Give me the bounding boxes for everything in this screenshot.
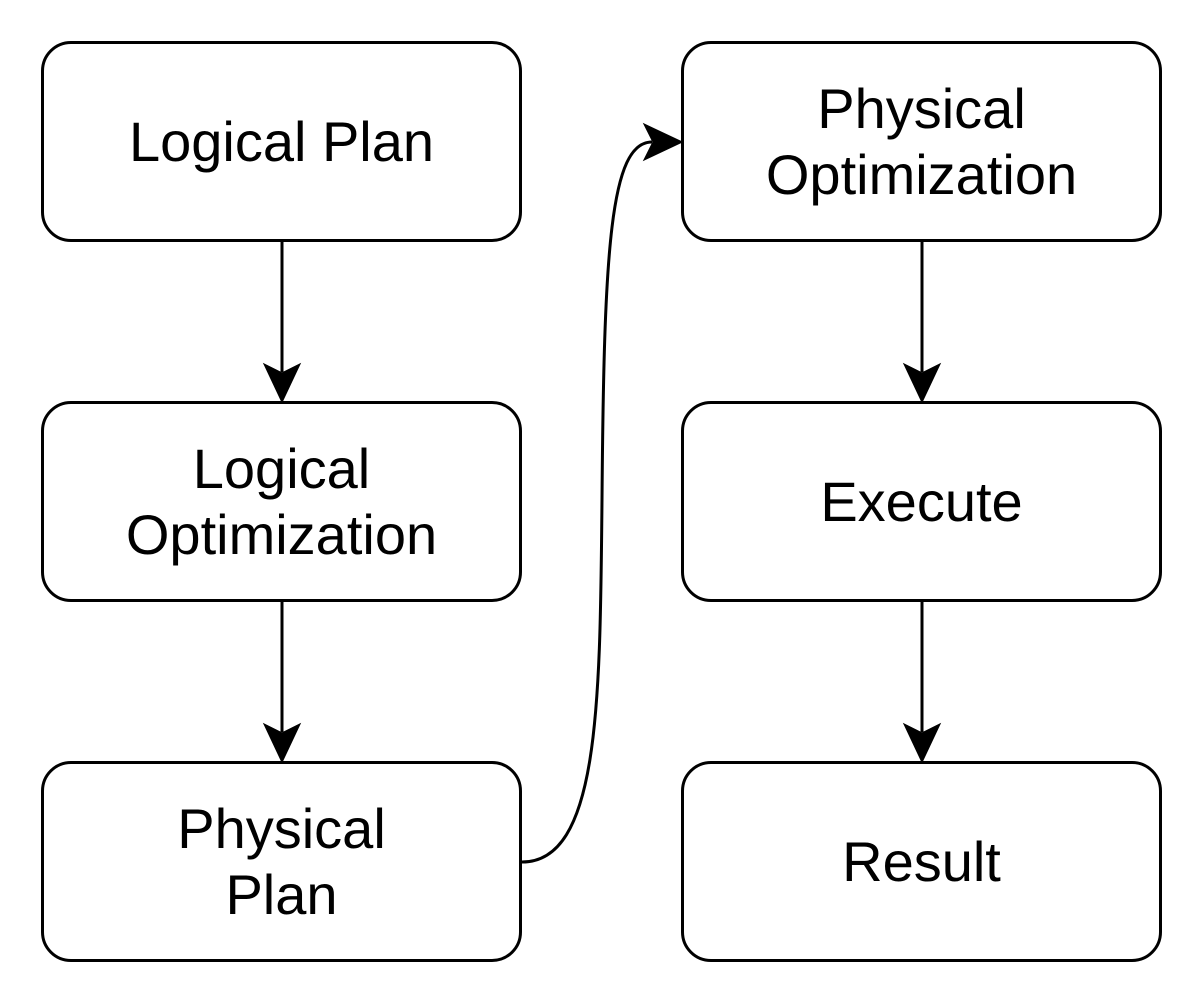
node-physical-optimization: Physical Optimization	[681, 41, 1162, 242]
arrowhead-physical-plan	[262, 722, 302, 764]
node-label-logical-plan: Logical Plan	[128, 109, 435, 173]
node-execute: Execute	[681, 401, 1162, 602]
node-label-execute: Execute	[820, 469, 1023, 533]
edge-physical-plan-to-physical-optimization	[521, 140, 653, 864]
node-label-logical-optimization: Logical Optimization	[125, 436, 438, 566]
node-physical-plan: Physical Plan	[41, 761, 522, 962]
node-logical-optimization: Logical Optimization	[41, 401, 522, 602]
arrowhead-logical-optimization	[262, 362, 302, 404]
node-logical-plan: Logical Plan	[41, 41, 522, 242]
node-label-result: Result	[842, 829, 1001, 893]
arrowhead-execute	[902, 362, 942, 404]
node-label-physical-optimization: Physical Optimization	[765, 76, 1078, 206]
arrowhead-result	[902, 722, 942, 764]
node-label-physical-plan: Physical Plan	[177, 796, 386, 926]
arrowhead-physical-optimization	[642, 122, 684, 162]
node-result: Result	[681, 761, 1162, 962]
